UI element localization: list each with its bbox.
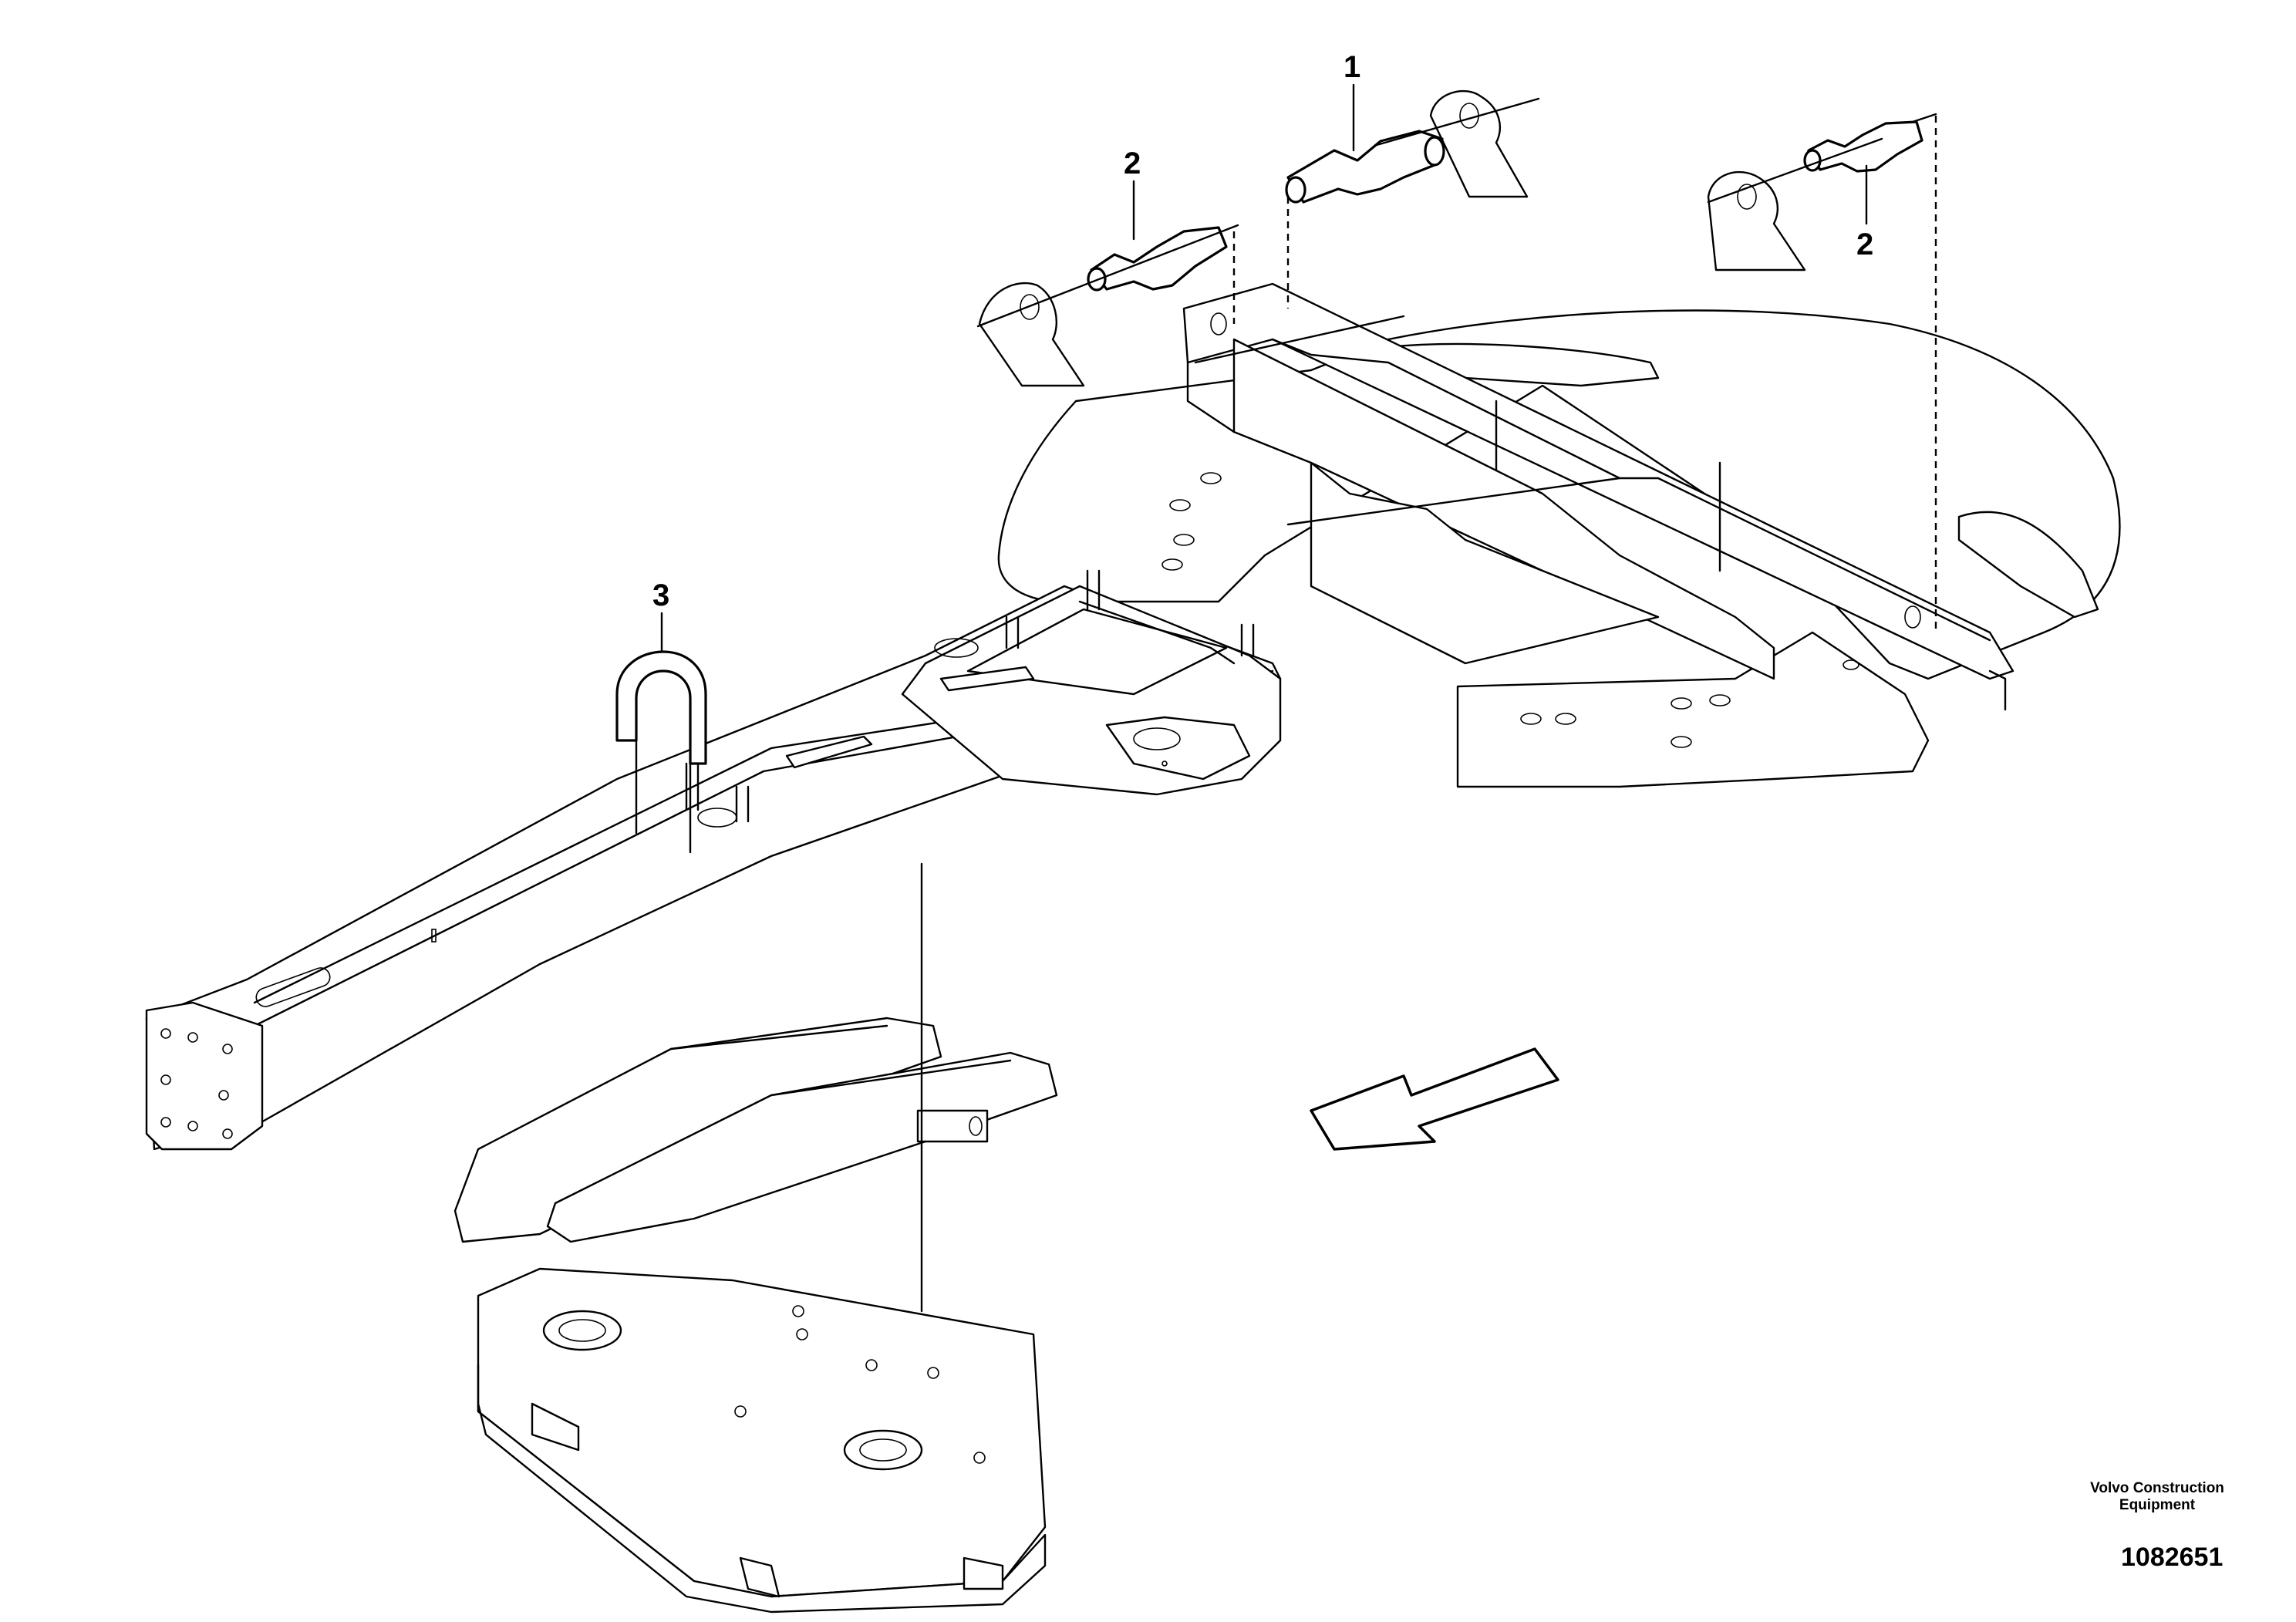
- swing-bracket: [453, 1017, 1058, 1243]
- svg-text:3: 3: [652, 578, 669, 612]
- callout-3: 3: [652, 578, 669, 653]
- callout-2-left: 2: [1124, 147, 1141, 241]
- pin-part-1: [1285, 130, 1445, 204]
- svg-text:2: 2: [1856, 228, 1873, 261]
- lug-center: [1429, 89, 1529, 198]
- lower-plate-holes: [734, 1305, 986, 1464]
- brand-block: Volvo Construction Equipment: [2041, 1480, 2273, 1514]
- end-plate-holes: [160, 1028, 233, 1139]
- company-name-line-1: Volvo Construction: [2090, 1480, 2224, 1496]
- callout-2-right: 2: [1856, 164, 1873, 261]
- svg-text:2: 2: [1124, 147, 1141, 180]
- lug-right: [1707, 170, 1806, 271]
- company-name-line-2: Equipment: [2119, 1497, 2196, 1513]
- direction-arrow: [1310, 1047, 1559, 1151]
- lower-plate: [477, 1267, 1047, 1614]
- u-clip-part-3: [615, 650, 707, 765]
- disc-holes: [1161, 423, 1859, 748]
- assembly-lines: [635, 97, 1937, 1313]
- drawing-number: 1082651: [2121, 1543, 2224, 1572]
- lug-left: [978, 282, 1085, 387]
- svg-text:1: 1: [1344, 50, 1360, 84]
- dashed-alignment-lines: [1232, 116, 1937, 632]
- callout-1: 1: [1344, 50, 1360, 152]
